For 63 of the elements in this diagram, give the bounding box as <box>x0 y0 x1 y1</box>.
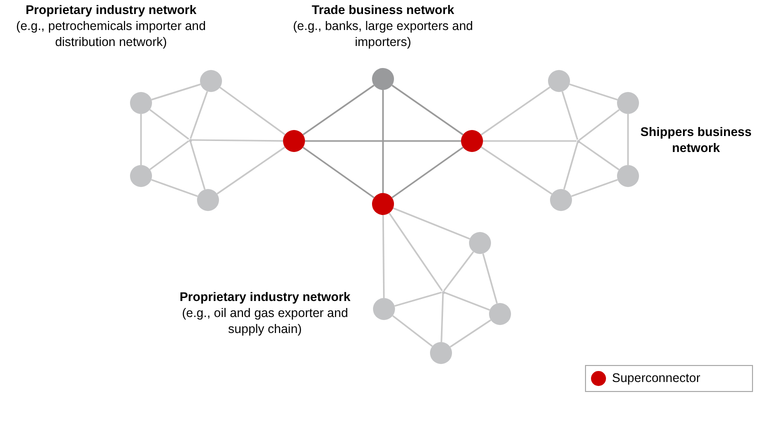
connector-line <box>388 212 443 292</box>
network-node <box>469 232 491 254</box>
connector-line <box>563 142 578 190</box>
network-title: Proprietary industry network <box>24 2 198 18</box>
network-title: Shippers business network <box>640 124 752 156</box>
connector-line <box>482 253 498 304</box>
network-description: (e.g., banks, large exporters and importers) <box>292 18 474 50</box>
junction-point <box>576 140 580 142</box>
connector-line <box>382 90 384 193</box>
network-node <box>130 92 152 114</box>
connector-line <box>443 251 474 292</box>
connector-line <box>392 207 470 240</box>
legend-text: Superconnector <box>612 371 700 386</box>
connector-line <box>305 140 461 142</box>
network-node <box>197 189 219 211</box>
connector-line <box>151 178 198 198</box>
network-node <box>548 70 570 92</box>
connector-line <box>382 215 385 298</box>
network-node <box>550 189 572 211</box>
connector-line <box>450 319 492 348</box>
connector-line <box>578 109 620 141</box>
connector-line <box>151 84 201 100</box>
connector-line <box>192 139 283 142</box>
connector-line <box>444 292 490 311</box>
connector-line <box>392 84 464 136</box>
network-node <box>617 92 639 114</box>
network-node <box>283 130 305 152</box>
connector-line <box>480 146 552 195</box>
network-node <box>373 298 395 320</box>
junction-point <box>442 290 444 294</box>
connector-line <box>483 140 576 142</box>
network-node <box>617 165 639 187</box>
connector-line <box>562 91 578 140</box>
network-node <box>461 130 483 152</box>
network-node <box>372 193 394 215</box>
network-node <box>430 342 452 364</box>
connector-line <box>440 293 444 342</box>
connector-line <box>569 84 618 100</box>
connector-line <box>302 84 374 136</box>
connector-line <box>219 86 286 136</box>
junction-point <box>188 138 192 142</box>
network-description: (e.g., oil and gas exporter and supply chain) <box>180 305 350 337</box>
connector-line <box>627 114 629 165</box>
connector-line <box>140 114 142 165</box>
connector-line <box>190 91 208 139</box>
connector-line <box>394 292 442 307</box>
connector-line <box>149 108 190 140</box>
network-node <box>489 303 511 325</box>
network-title: Trade business network <box>310 2 456 18</box>
network-node <box>200 70 222 92</box>
connector-line <box>302 146 374 198</box>
connector-line <box>216 146 286 194</box>
connector-line <box>480 86 550 136</box>
network-title: Proprietary industry network <box>178 289 352 305</box>
connector-line <box>190 141 206 190</box>
connector-line <box>571 178 618 198</box>
network-node <box>130 165 152 187</box>
connector-line <box>149 140 190 170</box>
network-description: (e.g., petrochemicals importer and distribution network) <box>15 18 207 50</box>
network-node <box>372 68 394 90</box>
connector-line <box>392 146 464 198</box>
connector-line <box>392 315 433 347</box>
connector-line <box>578 141 620 170</box>
